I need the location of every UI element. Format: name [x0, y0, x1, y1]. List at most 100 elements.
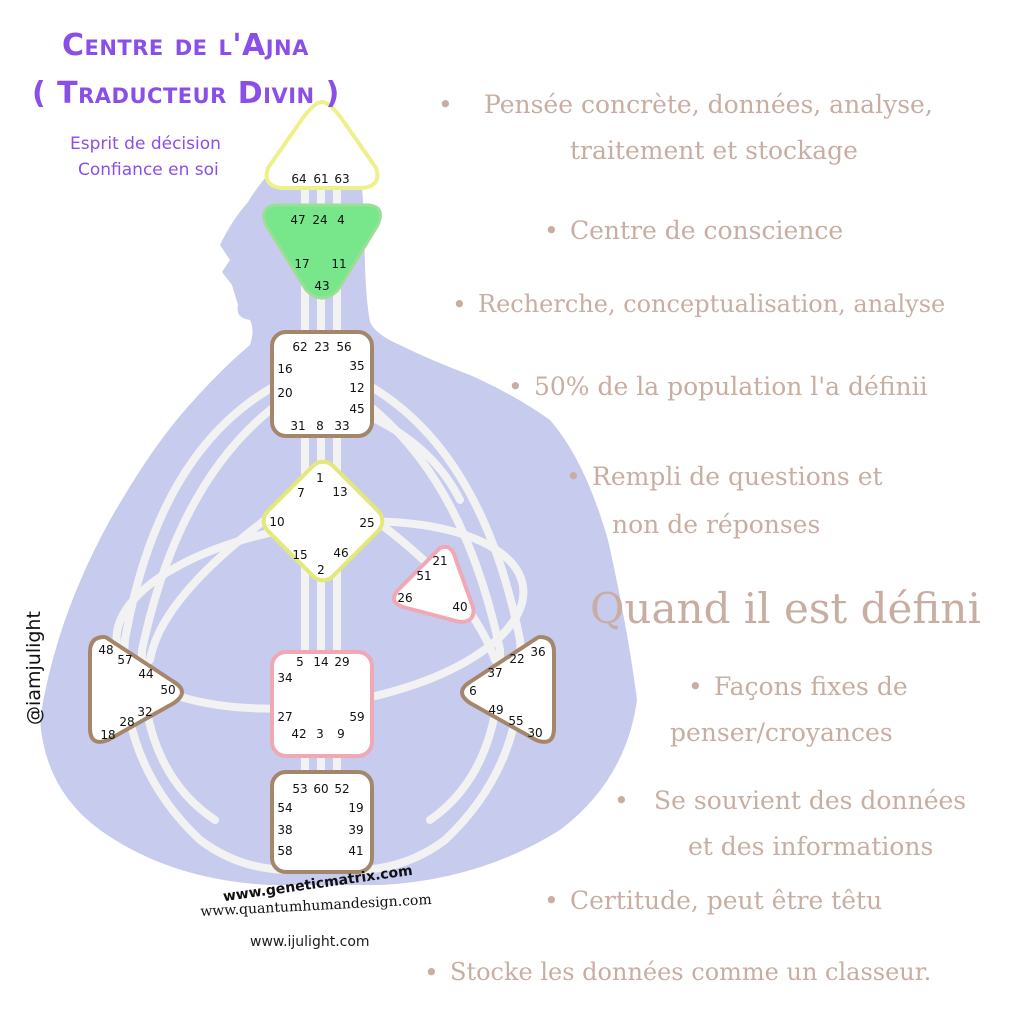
gate-label: 38 — [277, 823, 292, 837]
gate-label: 47 — [290, 213, 305, 227]
gate-label: 53 — [292, 782, 307, 796]
gate-label: 42 — [291, 727, 306, 741]
head-center — [264, 100, 380, 190]
bullet-text: Recherche, conceptualisation, analyse — [478, 290, 946, 318]
gate-label: 27 — [277, 710, 292, 724]
gate-label: 23 — [314, 340, 329, 354]
solar-plexus-center — [460, 635, 556, 744]
gate-label: 51 — [416, 569, 431, 583]
gate-label: 48 — [98, 643, 113, 657]
page-title: Centre de l'Ajna — [62, 28, 309, 63]
gate-label: 3 — [316, 727, 324, 741]
gate-label: 12 — [349, 381, 364, 395]
bullet-dot: • — [688, 672, 703, 701]
gate-label: 34 — [277, 671, 292, 685]
defined-heading: Quand il est défini — [590, 584, 981, 633]
gate-label: 30 — [527, 726, 542, 740]
gate-label: 7 — [297, 486, 305, 500]
gate-label: 49 — [488, 703, 503, 717]
bullet-dot: • — [438, 90, 453, 119]
gate-label: 16 — [277, 362, 292, 376]
gate-label: 54 — [277, 801, 292, 815]
social-handle: @iamjulight — [23, 611, 45, 725]
gate-label: 52 — [334, 782, 349, 796]
gate-label: 15 — [292, 548, 307, 562]
bullet-text: non de réponses — [612, 510, 821, 539]
bullet-dot: • — [544, 886, 559, 915]
gate-label: 63 — [334, 172, 349, 186]
bullet-text: Se souvient des données — [654, 786, 967, 815]
bullet-text: 50% de la population l'a définii — [534, 372, 928, 401]
gate-label: 24 — [312, 213, 327, 227]
gate-label: 25 — [359, 516, 374, 530]
gate-label: 14 — [313, 655, 328, 669]
gate-label: 45 — [349, 402, 364, 416]
gate-label: 13 — [332, 485, 347, 499]
bullet-text: Centre de conscience — [570, 216, 844, 245]
bullet-text: penser/croyances — [670, 718, 893, 747]
gate-label: 36 — [530, 645, 545, 659]
root-center — [270, 770, 374, 874]
bullet-text: Rempli de questions et — [592, 462, 883, 491]
bullet-dot: • — [452, 290, 467, 319]
bullet-text: traitement et stockage — [570, 136, 858, 165]
gate-label: 32 — [137, 705, 152, 719]
bullet-dot: • — [508, 372, 523, 401]
sacral-center — [270, 650, 374, 758]
g-center — [261, 459, 385, 583]
gate-label: 58 — [277, 844, 292, 858]
trait-1: Esprit de décision — [70, 134, 221, 154]
gate-label: 1 — [316, 471, 324, 485]
gate-label: 5 — [296, 655, 304, 669]
gate-label: 64 — [291, 172, 306, 186]
gate-label: 26 — [397, 591, 412, 605]
gate-label: 43 — [314, 279, 329, 293]
bullet-text: Pensée concrète, données, analyse, — [484, 90, 933, 119]
gate-label: 60 — [313, 782, 328, 796]
gate-label: 4 — [337, 213, 345, 227]
gate-label: 62 — [292, 340, 307, 354]
gate-label: 35 — [349, 359, 364, 373]
gate-label: 21 — [432, 554, 447, 568]
gate-label: 39 — [348, 823, 363, 837]
bullet-dot: • — [544, 216, 559, 245]
gate-label: 10 — [269, 515, 284, 529]
spleen-center — [88, 635, 184, 744]
gate-label: 8 — [316, 419, 324, 433]
gate-label: 19 — [348, 801, 363, 815]
gate-label: 37 — [487, 666, 502, 680]
bullet-text: Façons fixes de — [714, 672, 908, 701]
gate-label: 55 — [508, 714, 523, 728]
gate-label: 9 — [337, 727, 345, 741]
gate-label: 40 — [452, 600, 467, 614]
watermark-ijulight: www.ijulight.com — [250, 934, 370, 950]
gate-label: 31 — [290, 419, 305, 433]
gate-label: 56 — [336, 340, 351, 354]
gate-label: 20 — [277, 386, 292, 400]
gate-label: 33 — [334, 419, 349, 433]
gate-label: 17 — [294, 257, 309, 271]
throat-center — [270, 330, 374, 438]
gate-label: 44 — [138, 667, 153, 681]
gate-label: 11 — [331, 257, 346, 271]
gate-label: 41 — [348, 844, 363, 858]
page-subtitle: ( Traducteur Divin ) — [32, 76, 340, 111]
ajna-center — [262, 203, 382, 300]
gate-label: 18 — [100, 728, 115, 742]
bullet-text: Stocke les données comme un classeur. — [450, 958, 932, 986]
bullet-dot: • — [424, 958, 439, 987]
gate-label: 6 — [469, 684, 477, 698]
gate-label: 57 — [117, 653, 132, 667]
gate-label: 28 — [119, 715, 134, 729]
gate-label: 46 — [333, 546, 348, 560]
gate-label: 2 — [317, 563, 325, 577]
bullet-text: et des informations — [688, 832, 934, 861]
gate-label: 59 — [349, 710, 364, 724]
gate-labels: 64 61 63 47 24 4 17 11 43 62 23 56 16 35… — [98, 172, 545, 858]
bullet-dot: • — [566, 462, 581, 491]
trait-2: Confiance en soi — [78, 160, 219, 180]
gate-label: 22 — [509, 652, 524, 666]
gate-label: 61 — [313, 172, 328, 186]
gate-label: 29 — [334, 655, 349, 669]
